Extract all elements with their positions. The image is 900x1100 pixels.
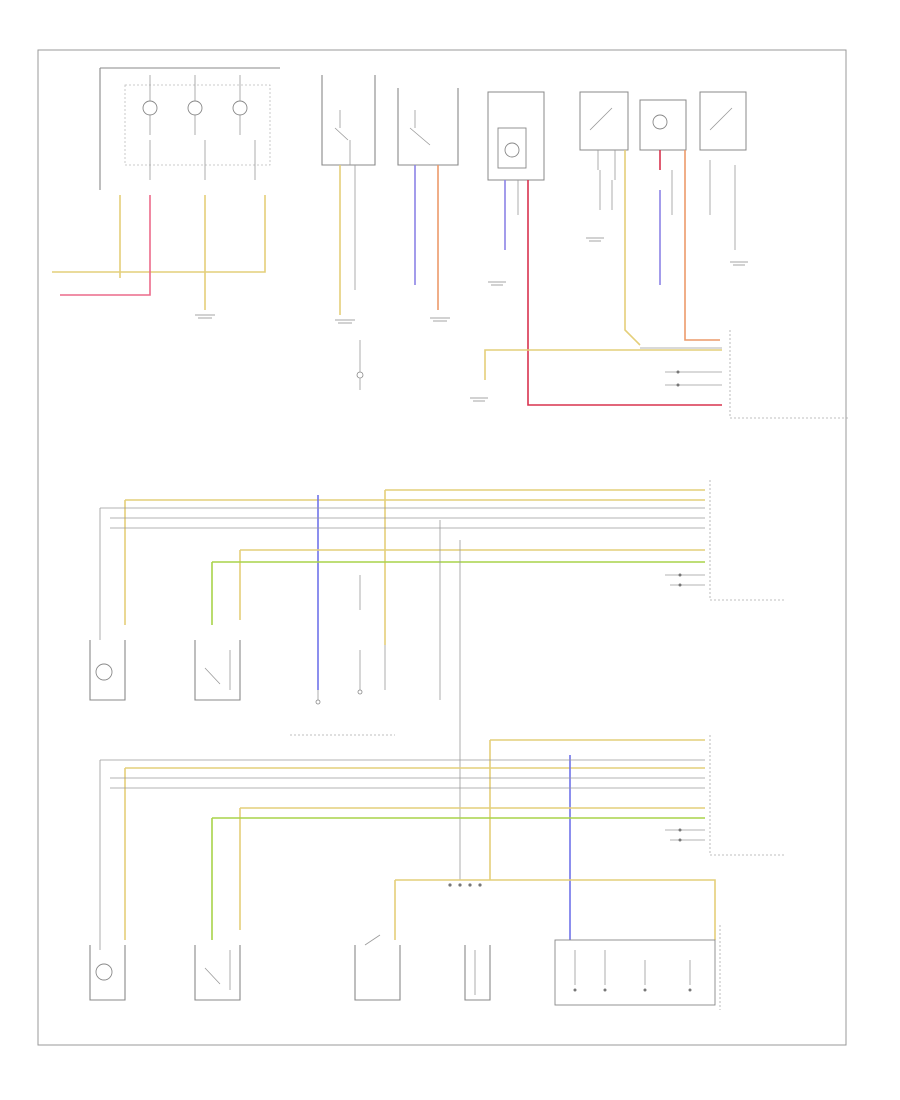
wire-red-ignition <box>527 180 722 406</box>
door-lock-actuator <box>315 690 321 705</box>
left-lock-switch <box>194 945 241 1001</box>
lock-unit-left-icon <box>95 963 113 981</box>
relay-2-circle <box>652 114 668 130</box>
switch-circle-3 <box>232 100 248 116</box>
relay-block-1 <box>579 91 629 180</box>
wire-yellow-mid-3 <box>239 549 705 620</box>
relay-block-2 <box>639 99 687 151</box>
wire-yellow-connector <box>484 349 722 380</box>
switch-circle-2 <box>187 100 203 116</box>
ignition-switch-block <box>487 91 545 286</box>
wire-green-bot <box>211 817 705 940</box>
wire-yellow-mid-2 <box>124 499 705 625</box>
driver-key-switch <box>354 934 401 1001</box>
wire-yellow-mid-1 <box>384 489 705 645</box>
left-door-switch <box>321 75 376 390</box>
left-door-lock-unit <box>89 945 126 1001</box>
wire-pink-top <box>60 195 151 296</box>
wire-yellow-bot-3 <box>239 807 705 930</box>
bottom-section <box>89 735 785 1010</box>
right-lock-switch <box>194 640 241 701</box>
wire-yellow-top-1 <box>52 195 266 278</box>
wire-yellow-relay <box>624 150 641 346</box>
wire-yellow-bus <box>394 879 716 940</box>
relay-block-3 <box>699 91 747 151</box>
wire-yellow-bot-1 <box>489 739 705 880</box>
lock-unit-right-icon <box>95 663 113 681</box>
passenger-unlock-switch <box>357 645 386 695</box>
right-door-switch <box>397 88 459 322</box>
wire-yellow-bot-2 <box>124 767 705 940</box>
switch-circle-1 <box>142 100 158 116</box>
driver-unlock-switch <box>464 945 491 1001</box>
switch-group <box>554 925 721 1010</box>
diagram-frame <box>37 49 847 1046</box>
ignition-icon <box>504 142 520 158</box>
top-section <box>52 67 850 419</box>
wire-green-mid <box>211 561 705 625</box>
wire-orange-relay <box>684 150 720 341</box>
middle-section <box>89 480 785 880</box>
right-door-lock-unit <box>89 640 126 701</box>
door-lock-switches-block <box>99 67 280 190</box>
